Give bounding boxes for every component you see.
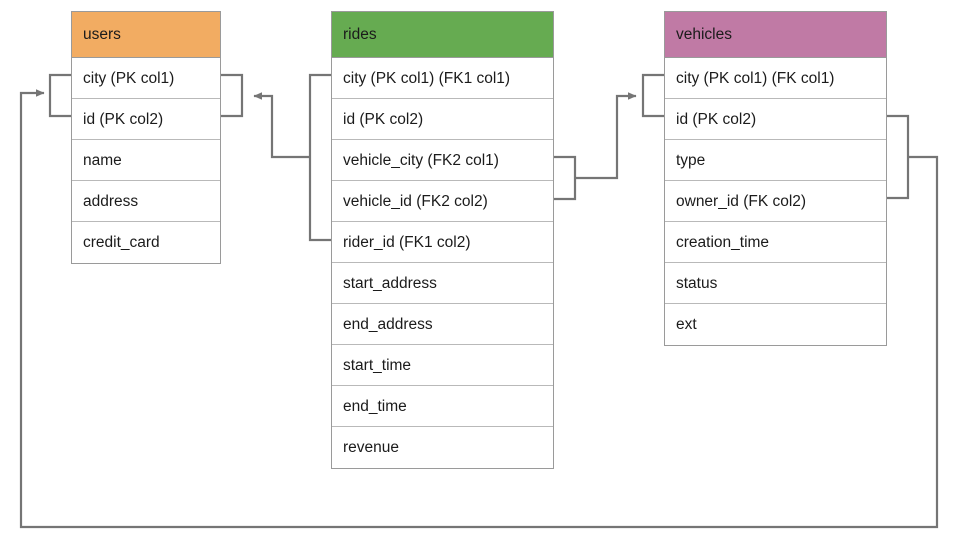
entity-vehicles-title: vehicles: [665, 12, 886, 58]
entity-users-field-city: city (PK col1): [72, 58, 220, 99]
entity-users-field-address: address: [72, 181, 220, 222]
entity-vehicles-field-status: status: [665, 263, 886, 304]
entity-rides-field-start-address: start_address: [332, 263, 553, 304]
entity-vehicles-field-creation-time: creation_time: [665, 222, 886, 263]
entity-users-title: users: [72, 12, 220, 58]
entity-users-field-id: id (PK col2): [72, 99, 220, 140]
entity-vehicles-field-ext: ext: [676, 316, 697, 333]
connector-bracket-vehicles-right: [887, 114, 910, 200]
entity-vehicles-field-type: type: [665, 140, 886, 181]
connector-rides-to-users: [253, 92, 310, 159]
entity-users[interactable]: users city (PK col1) id (PK col2) name a…: [71, 11, 221, 264]
connector-rides-to-vehicles: [575, 92, 637, 180]
entity-users-field-name: name: [72, 140, 220, 181]
entity-rides-field-revenue: revenue: [343, 439, 400, 456]
connector-bracket-vehicles-left: [641, 73, 664, 118]
entity-rides-field-end-address: end_address: [332, 304, 553, 345]
entity-rides-field-vehicle-id: vehicle_id (FK2 col2): [332, 181, 553, 222]
entity-rides-field-id: id (PK col2): [332, 99, 553, 140]
entity-rides-field-city: city (PK col1) (FK1 col1): [332, 58, 553, 99]
entity-rides[interactable]: rides city (PK col1) (FK1 col1) id (PK c…: [331, 11, 554, 469]
entity-vehicles-field-owner-id: owner_id (FK col2): [665, 181, 886, 222]
entity-vehicles[interactable]: vehicles city (PK col1) (FK col1) id (PK…: [664, 11, 887, 346]
entity-rides-field-vehicle-city: vehicle_city (FK2 col1): [332, 140, 553, 181]
entity-rides-field-rider-id: rider_id (FK1 col2): [332, 222, 553, 263]
entity-vehicles-field-id: id (PK col2): [665, 99, 886, 140]
connector-bracket-users-right: [221, 73, 244, 118]
entity-users-field-credit-card: credit_card: [83, 234, 160, 251]
entity-vehicles-field-city: city (PK col1) (FK col1): [665, 58, 886, 99]
connector-bracket-rides-left: [308, 73, 331, 242]
entity-rides-field-start-time: start_time: [332, 345, 553, 386]
entity-rides-field-end-time: end_time: [332, 386, 553, 427]
connector-bracket-rides-right: [554, 155, 577, 201]
connector-bracket-users-left: [48, 73, 71, 118]
entity-rides-title: rides: [332, 12, 553, 58]
